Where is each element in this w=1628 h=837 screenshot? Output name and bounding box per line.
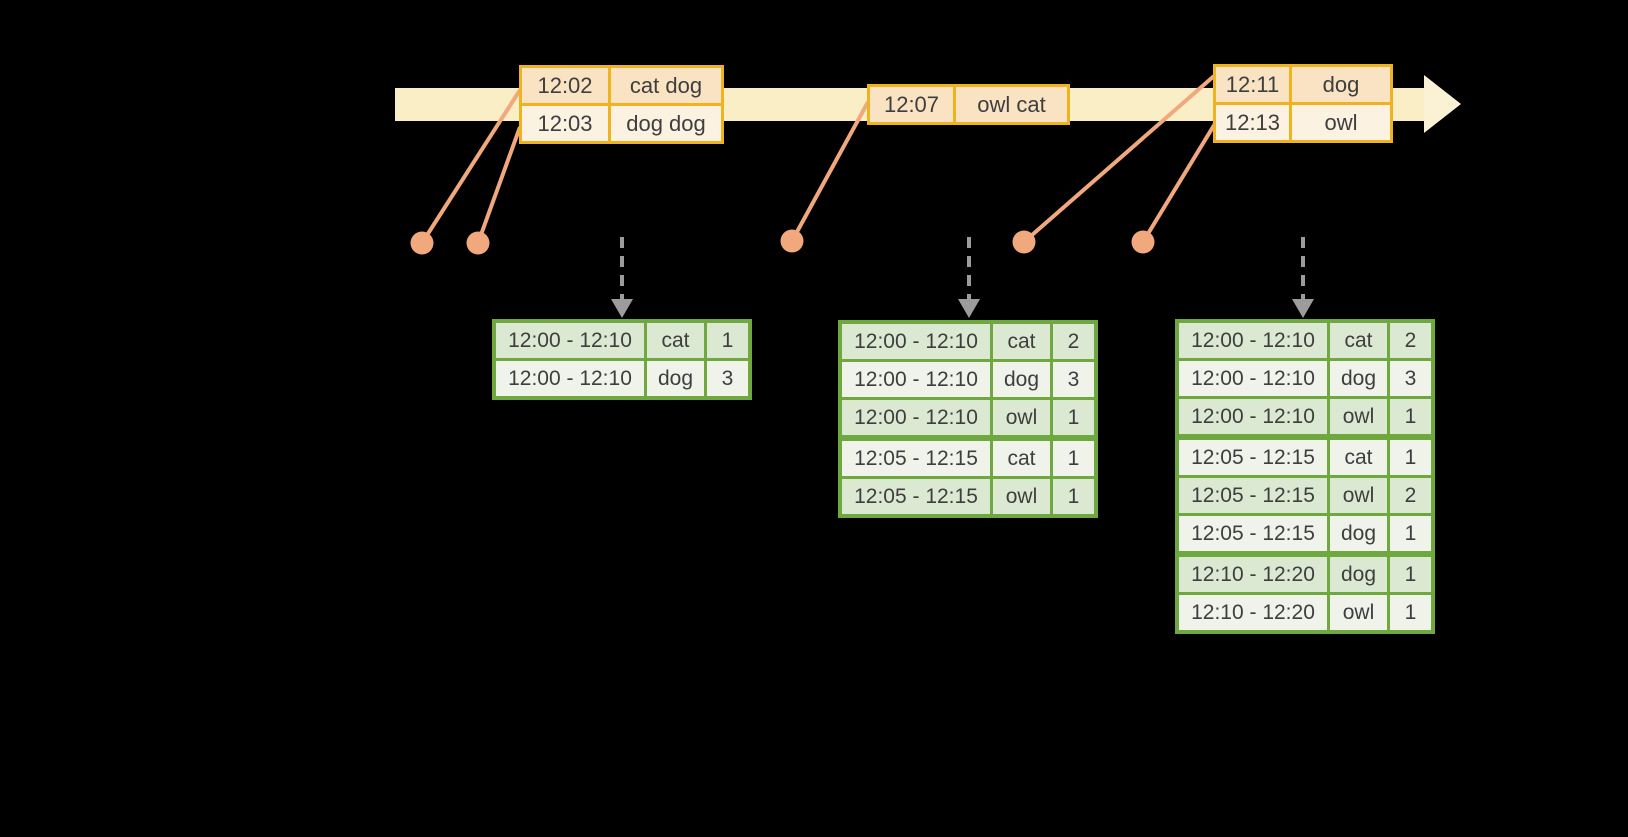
result-row: 12:00 - 12:10 dog 3 [842,362,1094,397]
result-row: 12:05 - 12:15 cat 1 [842,441,1094,476]
window-cell: 12:00 - 12:10 [496,323,644,358]
count-cell: 2 [1390,478,1431,513]
count-cell: 1 [1053,400,1094,435]
window-cell: 12:00 - 12:10 [496,361,644,396]
event-marker-dot-icon [410,231,434,255]
count-cell: 2 [1053,324,1094,359]
result-row: 12:00 - 12:10 cat 1 [496,323,748,358]
window-cell: 12:00 - 12:10 [1179,399,1327,434]
event-connector-line [1022,74,1216,244]
count-cell: 1 [1390,399,1431,434]
event-row: 12:03 dog dog [522,106,721,141]
window-cell: 12:00 - 12:10 [842,362,990,397]
result-row: 12:00 - 12:10 cat 2 [1179,323,1431,358]
event-words-cell: owl cat [956,87,1067,122]
event-time-cell: 12:07 [870,87,953,122]
window-cell: 12:00 - 12:10 [1179,361,1327,396]
word-cell: cat [647,323,704,358]
window-cell: 12:00 - 12:10 [842,400,990,435]
window-cell: 12:10 - 12:20 [1179,595,1327,630]
trigger-arrow-head-icon [1292,299,1314,318]
count-cell: 1 [1390,557,1431,592]
event-marker-dot-icon [466,231,490,255]
word-cell: owl [993,400,1050,435]
event-time-cell: 12:03 [522,106,608,141]
event-table-2: 12:07 owl cat [867,84,1070,125]
event-table-1: 12:02 cat dog 12:03 dog dog [519,65,724,144]
trigger-arrow-head-icon [611,299,633,318]
event-words-cell: cat dog [611,68,721,103]
word-cell: owl [1330,595,1387,630]
window-cell: 12:05 - 12:15 [842,479,990,514]
word-cell: cat [1330,440,1387,475]
word-cell: cat [993,324,1050,359]
result-row: 12:00 - 12:10 dog 3 [1179,361,1431,396]
word-cell: dog [993,362,1050,397]
result-table-1: 12:00 - 12:10 cat 1 12:00 - 12:10 dog 3 [492,319,752,400]
event-row: 12:11 dog [1216,67,1390,102]
event-row: 12:13 owl [1216,105,1390,140]
event-words-cell: dog dog [611,106,721,141]
word-cell: cat [1330,323,1387,358]
word-cell: owl [993,479,1050,514]
event-row: 12:02 cat dog [522,68,721,103]
count-cell: 3 [1053,362,1094,397]
event-marker-dot-icon [780,229,804,253]
result-row: 12:00 - 12:10 owl 1 [1179,399,1431,434]
result-table-3: 12:00 - 12:10 cat 2 12:00 - 12:10 dog 3 … [1175,319,1435,634]
count-cell: 1 [1053,479,1094,514]
count-cell: 1 [1390,595,1431,630]
window-cell: 12:05 - 12:15 [1179,516,1327,551]
window-cell: 12:05 - 12:15 [842,441,990,476]
event-connector-line [476,126,522,244]
event-connector-line [790,101,870,242]
result-row: 12:05 - 12:15 owl 1 [842,479,1094,514]
event-time-cell: 12:13 [1216,105,1289,140]
word-cell: owl [1330,399,1387,434]
event-row: 12:07 owl cat [870,87,1067,122]
result-row: 12:10 - 12:20 dog 1 [1179,557,1431,592]
window-cell: 12:05 - 12:15 [1179,440,1327,475]
word-cell: dog [647,361,704,396]
result-row: 12:05 - 12:15 dog 1 [1179,516,1431,551]
count-cell: 1 [1390,440,1431,475]
result-row: 12:05 - 12:15 cat 1 [1179,440,1431,475]
count-cell: 1 [707,323,748,358]
word-cell: dog [1330,361,1387,396]
count-cell: 3 [707,361,748,396]
result-table-2: 12:00 - 12:10 cat 2 12:00 - 12:10 dog 3 … [838,320,1098,518]
window-cell: 12:05 - 12:15 [1179,478,1327,513]
event-marker-dot-icon [1012,230,1036,254]
result-row: 12:05 - 12:15 owl 2 [1179,478,1431,513]
count-cell: 1 [1390,516,1431,551]
count-cell: 2 [1390,323,1431,358]
event-table-3: 12:11 dog 12:13 owl [1213,64,1393,143]
word-cell: dog [1330,557,1387,592]
window-cell: 12:10 - 12:20 [1179,557,1327,592]
count-cell: 3 [1390,361,1431,396]
event-marker-dot-icon [1131,230,1155,254]
event-words-cell: owl [1292,105,1390,140]
result-row: 12:00 - 12:10 owl 1 [842,400,1094,435]
word-cell: cat [993,441,1050,476]
word-cell: dog [1330,516,1387,551]
result-row: 12:00 - 12:10 dog 3 [496,361,748,396]
event-connector-line [420,88,522,245]
event-connector-line [1141,120,1218,244]
timeline-arrowhead-icon [1424,75,1461,133]
event-time-cell: 12:02 [522,68,608,103]
window-cell: 12:00 - 12:10 [842,324,990,359]
count-cell: 1 [1053,441,1094,476]
trigger-arrow-head-icon [958,299,980,318]
event-words-cell: dog [1292,67,1390,102]
event-time-cell: 12:11 [1216,67,1289,102]
word-cell: owl [1330,478,1387,513]
result-row: 12:10 - 12:20 owl 1 [1179,595,1431,630]
window-cell: 12:00 - 12:10 [1179,323,1327,358]
result-row: 12:00 - 12:10 cat 2 [842,324,1094,359]
